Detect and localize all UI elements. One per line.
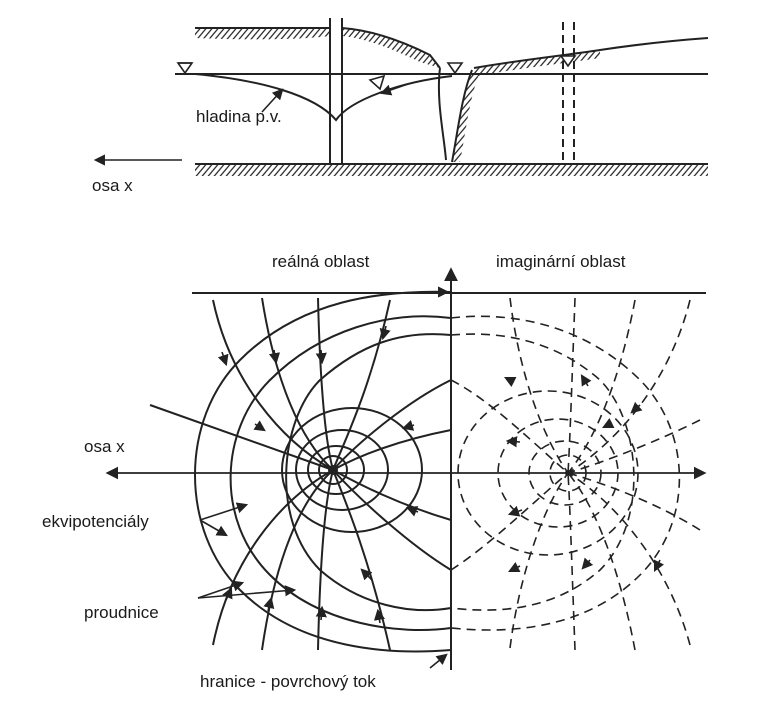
ground-hatch-left bbox=[195, 28, 330, 40]
equipotential-pointer-2 bbox=[199, 519, 228, 537]
streamlines-label: proudnice bbox=[84, 603, 159, 622]
boundary-label: hranice - povrchový tok bbox=[200, 672, 376, 691]
water-level-symbol-river bbox=[446, 62, 464, 75]
real-well-point bbox=[328, 465, 338, 475]
ground-hatch-mid bbox=[342, 28, 440, 68]
image-well-point bbox=[565, 470, 571, 476]
cross-section bbox=[93, 18, 709, 176]
equipotential-pointer-1 bbox=[199, 502, 249, 521]
streamline-pointer-2 bbox=[197, 585, 297, 599]
imaginary-region-label: imaginární oblast bbox=[496, 252, 626, 271]
boundary-pointer bbox=[429, 653, 448, 669]
impermeable-base-hatch bbox=[195, 164, 708, 176]
water-level-symbol-right bbox=[559, 55, 577, 68]
real-streamlines bbox=[149, 297, 452, 651]
ground-surface-right bbox=[473, 37, 709, 69]
imaginary-flow-arrows bbox=[503, 374, 665, 573]
equipotentials-label: ekvipotenciály bbox=[42, 512, 149, 531]
water-level-symbol-left bbox=[176, 62, 194, 75]
cone-flow-arrow bbox=[379, 83, 409, 96]
river-bank-hatch bbox=[452, 70, 480, 162]
imaginary-streamlines bbox=[450, 297, 701, 651]
plan-axis-label: osa x bbox=[84, 437, 125, 456]
ground-hatch-right bbox=[474, 50, 600, 76]
ground-surface-mid bbox=[341, 27, 441, 69]
water-level-symbol-cone bbox=[368, 74, 386, 91]
plan-view bbox=[105, 267, 707, 670]
cross-section-axis-label: osa x bbox=[92, 176, 133, 195]
real-flow-arrows bbox=[217, 325, 419, 624]
real-equipotentials bbox=[194, 290, 452, 653]
water-table-pointer bbox=[261, 88, 284, 113]
real-region-label: reálná oblast bbox=[272, 252, 370, 271]
streamline-pointer-1 bbox=[197, 580, 245, 599]
river-bank-left bbox=[437, 67, 447, 161]
water-table-label: hladina p.v. bbox=[196, 107, 282, 126]
imaginary-equipotentials bbox=[450, 315, 681, 631]
